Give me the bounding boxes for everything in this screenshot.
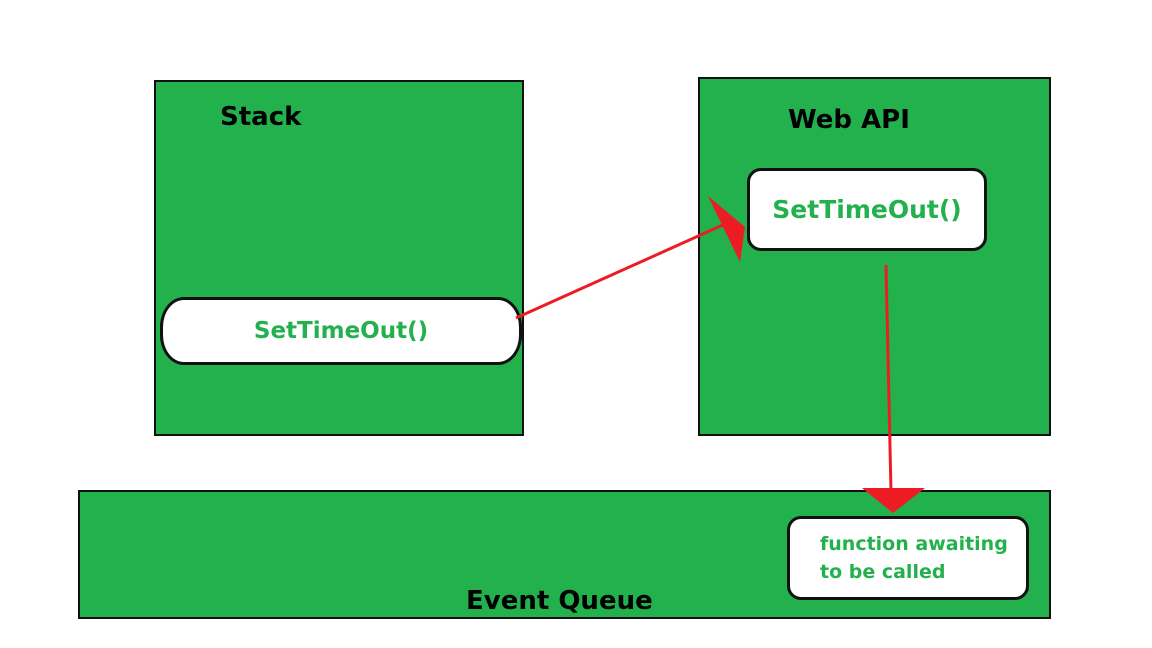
stack-settimeout-node: SetTimeOut() [160,297,522,365]
callback-text-line-1: function awaiting [820,533,1008,555]
web-api-panel: Web API SetTimeOut() [698,77,1051,436]
queued-callback-node: function awaiting to be called [787,516,1029,600]
stack-panel: Stack SetTimeOut() [154,80,524,436]
event-queue-title: Event Queue [466,586,653,616]
event-queue-panel: Event Queue function awaiting to be call… [78,490,1051,619]
web-api-settimeout-node: SetTimeOut() [747,168,987,251]
stack-to-webapi-arrow-line [515,222,726,320]
web-api-title: Web API [788,105,910,135]
callback-text-line-2: to be called [820,561,946,583]
stack-title: Stack [220,102,302,132]
